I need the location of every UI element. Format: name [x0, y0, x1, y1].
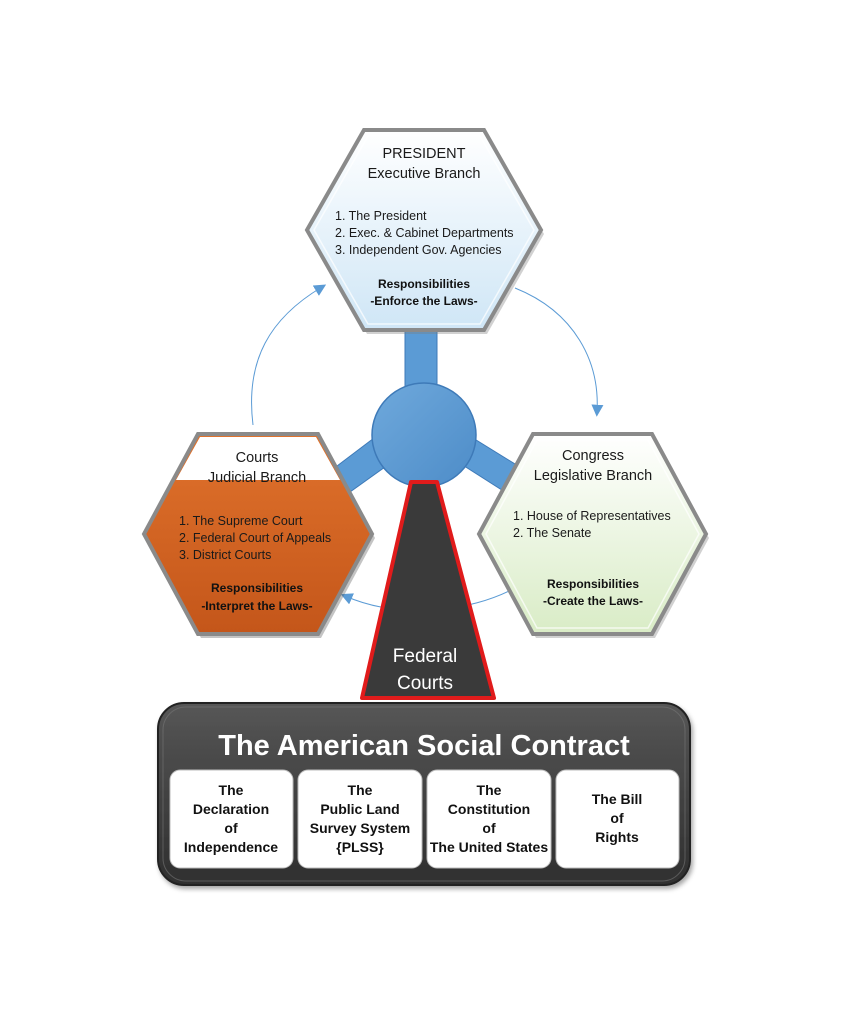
cycle-arrow-exec-to-legislative [514, 287, 604, 417]
executive-responsibilities-label: Responsibilities [378, 277, 470, 291]
judicial-title-line1: Courts [236, 450, 279, 466]
judicial-item-2: 2. Federal Court of Appeals [179, 531, 331, 545]
cycle-arrow-judicial-to-exec [251, 284, 327, 426]
federal-courts-label-line1: Federal [393, 646, 457, 667]
declaration-line-1: The [219, 782, 244, 798]
plss-line-4: {PLSS} [336, 839, 384, 855]
declaration-line-3: of [224, 820, 238, 836]
document-card-plss: The Public Land Survey System {PLSS} [297, 769, 423, 869]
constitution-line-3: of [482, 820, 496, 836]
judicial-responsibilities-label: Responsibilities [211, 581, 303, 595]
legislative-item-2: 2. The Senate [513, 526, 591, 540]
judicial-responsibilities-text: -Interpret the Laws- [201, 599, 312, 613]
executive-title-line2: Executive Branch [368, 166, 481, 182]
social-contract-title: The American Social Contract [218, 730, 630, 762]
judicial-title-line2: Judicial Branch [208, 470, 306, 486]
executive-item-2: 2. Exec. & Cabinet Departments [335, 226, 514, 240]
judicial-branch-hexagon: Courts Judicial Branch 1. The Supreme Co… [141, 432, 375, 638]
document-card-declaration: The Declaration of Independence [169, 769, 294, 869]
executive-item-1: 1. The President [335, 209, 427, 223]
legislative-title-line2: Legislative Branch [534, 468, 653, 484]
federal-courts-pillar [360, 480, 496, 700]
constitution-line-1: The [477, 782, 502, 798]
plss-line-2: Public Land [320, 801, 399, 817]
plss-line-3: Survey System [310, 820, 410, 836]
legislative-item-1: 1. House of Representatives [513, 509, 671, 523]
bill-of-rights-line-2: of [610, 810, 624, 826]
legislative-title-line1: Congress [562, 448, 624, 464]
hub-circle [371, 382, 477, 488]
executive-title-line1: PRESIDENT [383, 146, 466, 162]
constitution-line-2: Constitution [448, 801, 530, 817]
executive-responsibilities-text: -Enforce the Laws- [370, 294, 477, 308]
bill-of-rights-line-3: Rights [595, 829, 639, 845]
judicial-title-banner [176, 437, 340, 480]
document-card-bill-of-rights: The Bill of Rights [555, 769, 680, 869]
plss-line-1: The [348, 782, 373, 798]
executive-item-3: 3. Independent Gov. Agencies [335, 243, 502, 257]
bill-of-rights-line-1: The Bill [592, 791, 643, 807]
constitution-line-4: The United States [430, 839, 548, 855]
legislative-responsibilities-text: -Create the Laws- [543, 594, 643, 608]
document-card-constitution: The Constitution of The United States [426, 769, 552, 869]
judicial-item-1: 1. The Supreme Court [179, 514, 303, 528]
declaration-line-4: Independence [184, 839, 278, 855]
legislative-branch-hexagon: Congress Legislative Branch 1. House of … [476, 432, 709, 638]
executive-branch-hexagon: PRESIDENT Executive Branch 1. The Presid… [304, 128, 544, 334]
legislative-responsibilities-label: Responsibilities [547, 577, 639, 591]
federal-courts-label-line2: Courts [397, 673, 453, 694]
judicial-item-3: 3. District Courts [179, 548, 271, 562]
declaration-line-2: Declaration [193, 801, 269, 817]
